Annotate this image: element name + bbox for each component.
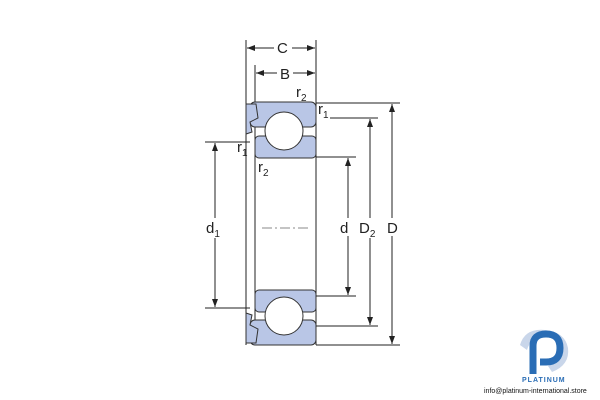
bearing-bottom-section: [245, 289, 317, 346]
label-d: d: [340, 220, 348, 237]
label-r1-left: r1: [237, 139, 248, 159]
platinum-logo: [520, 329, 569, 374]
seal: [245, 103, 259, 135]
label-c: C: [277, 40, 288, 57]
label-D2: D2: [359, 220, 376, 240]
label-D: D: [387, 220, 398, 237]
seal: [245, 312, 259, 344]
label-b: B: [280, 66, 290, 83]
brand-name: PLATINUM: [522, 377, 566, 384]
ball: [264, 296, 304, 336]
ball: [264, 111, 304, 151]
label-d1: d1: [206, 220, 220, 240]
contact-email: info@platinum-international.store: [484, 388, 587, 395]
label-r2-left: r2: [258, 159, 269, 179]
bearing-top-section: [245, 101, 317, 159]
label-r1-right: r1: [318, 101, 329, 121]
label-r2-top: r2: [296, 84, 307, 104]
